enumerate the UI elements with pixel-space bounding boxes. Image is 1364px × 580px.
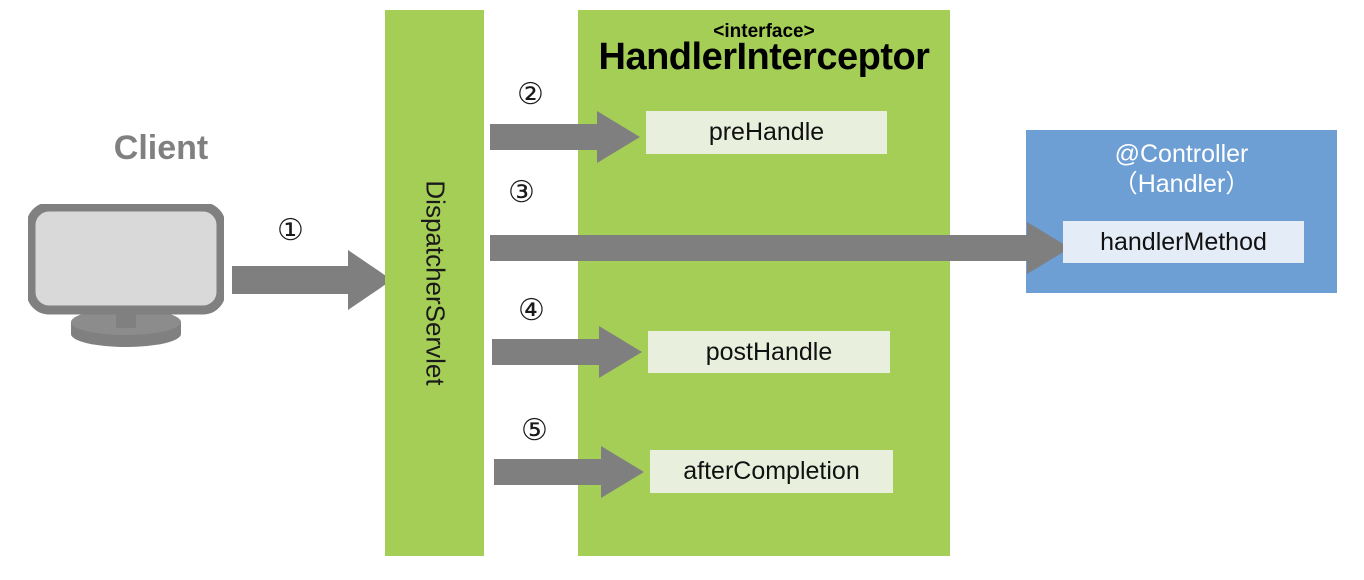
arrow-step-1 [232, 250, 392, 310]
arrow-step-5 [494, 446, 644, 498]
dispatcher-servlet-panel: DispatcherServlet [385, 10, 484, 556]
step-badge-4: ④ [518, 294, 545, 327]
arrow-step-3 [490, 222, 1070, 274]
controller-title: @Controller （Handler） [1026, 140, 1337, 199]
step-badge-5: ⑤ [521, 414, 548, 447]
desktop-monitor-icon [26, 202, 226, 348]
handler-interceptor-title: HandlerInterceptor [598, 36, 930, 78]
arrow-step-4 [492, 326, 642, 378]
method-box-posthandle: postHandle [648, 331, 890, 373]
method-box-aftercompletion: afterCompletion [650, 450, 893, 493]
controller-title-line-2: （Handler） [1112, 169, 1251, 198]
step-badge-1: ① [277, 214, 304, 247]
dispatcher-servlet-label: DispatcherServlet [420, 180, 450, 386]
step-badge-2: ② [517, 78, 544, 111]
arrow-step-2 [490, 111, 640, 163]
method-box-handlermethod: handlerMethod [1063, 221, 1304, 263]
interface-stereotype-label: <interface> [713, 21, 815, 42]
client-label: Client [113, 129, 209, 167]
controller-title-line-1: @Controller [1114, 140, 1249, 168]
controller-panel: @Controller （Handler） [1026, 130, 1337, 293]
method-box-prehandle: preHandle [646, 111, 887, 154]
step-badge-3: ③ [508, 176, 535, 209]
